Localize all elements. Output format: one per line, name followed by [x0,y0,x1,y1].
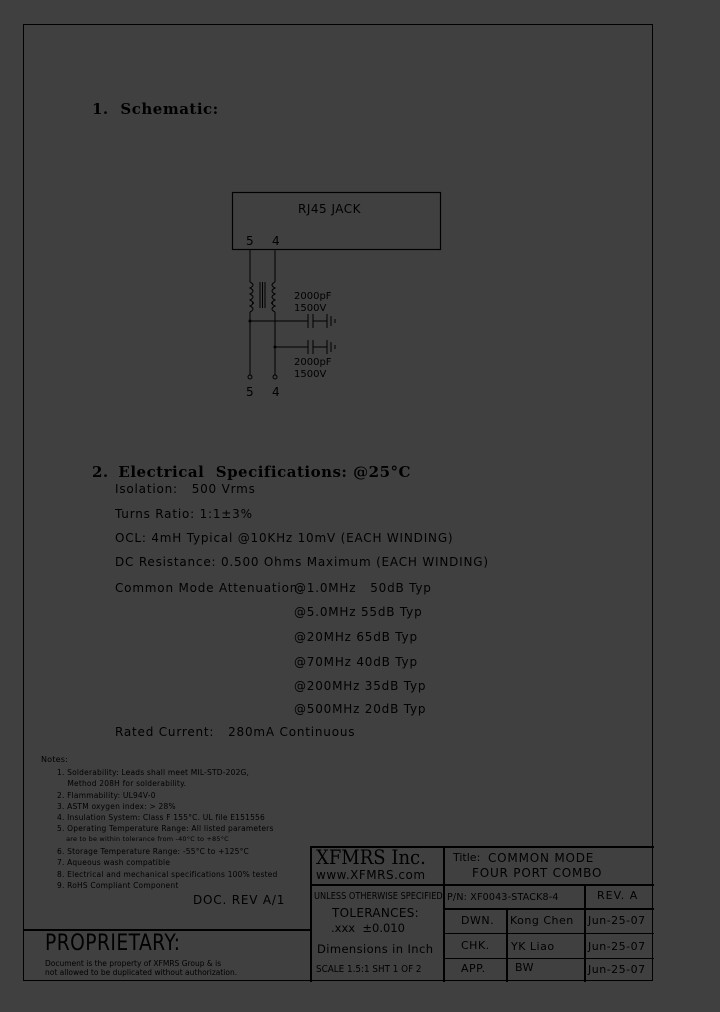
spec-ocl: OCL: 4mH Typical @10KHz 10mV (EACH WINDI… [115,531,454,545]
cm-attenuation-4: @70MHz 40dB Typ [294,655,418,669]
capacitor2-value: 2000pF [294,357,332,368]
tb-row3-line [443,933,654,934]
bottom-pin-5: 5 [246,385,254,399]
section2-heading: 2. Electrical Specifications: @25°C [92,463,411,481]
tb-mid-line [443,846,445,982]
tb-row2-line [443,908,654,910]
proprietary-line2: not allowed to be duplicated without aut… [45,968,238,977]
name-chk: YK Liao [511,940,555,953]
role-app: APP. [461,962,486,975]
spec-turns-ratio: Turns Ratio: 1:1±3% [115,507,253,521]
bottom-pin-4: 4 [272,385,280,399]
cm-attenuation-5: @200MHz 35dB Typ [294,679,427,693]
section1-number: 1. [92,100,109,118]
cm-attenuation-2: @5.0MHz 55dB Typ [294,605,423,619]
tb-row4-line [443,958,654,959]
role-chk: CHK. [461,939,490,952]
date-app: Jun-25-07 [588,963,646,976]
note-5b: are to be within tolerance from -40°C to… [57,835,229,843]
note-8: 8. Electrical and mechanical specificati… [57,870,278,879]
section1-heading: 1. Schematic: [92,100,219,118]
section2-number: 2. [92,463,109,481]
proprietary-divider [23,929,311,931]
spec-rated-current: Rated Current: 280mA Continuous [115,725,356,739]
capacitor1-value: 2000pF [294,291,332,302]
scale-sheet: SCALE 1.5:1 SHT 1 OF 2 [316,964,422,975]
unless-specified: UNLESS OTHERWISE SPECIFIED [314,891,443,902]
company-website: www.XFMRS.com [316,868,426,882]
tb-row1-line [310,884,654,886]
tolerances-label: TOLERANCES: [332,906,420,920]
notes-heading: Notes: [41,755,69,764]
note-1b: Method 208H for solderability. [57,779,187,788]
schematic-drawing [231,191,442,380]
note-5: 5. Operating Temperature Range: All list… [57,824,274,833]
name-app: BW [511,961,535,974]
note-2: 2. Flammability: UL94V-0 [57,791,156,800]
note-7: 7. Aqueous wash compatible [57,858,171,867]
top-pin-5: 5 [246,234,254,248]
spec-dc-resistance: DC Resistance: 0.500 Ohms Maximum (EACH … [115,555,489,569]
role-dwn: DWN. [461,914,495,927]
cm-attenuation-3: @20MHz 65dB Typ [294,630,418,644]
doc-revision: DOC. REV A/1 [193,893,286,907]
tb-rev-col-line [584,884,586,982]
capacitor1-voltage: 1500V [294,303,327,314]
title-label: Title: [453,851,481,864]
date-chk: Jun-25-07 [588,940,646,953]
tb-top-line [310,846,654,848]
connector-label: RJ45 JACK [298,202,362,216]
top-pin-4: 4 [272,234,280,248]
proprietary-title: PROPRIETARY: [45,931,181,956]
date-dwn: Jun-25-07 [588,914,646,927]
tb-role-col-line [506,908,508,982]
part-number: P/N: XF0043-STACK8-4 [447,892,559,903]
dimensions-unit: Dimensions in Inch [317,942,434,956]
section2-title: Electrical Specifications: @25°C [118,463,411,481]
revision: REV. A [597,889,639,902]
company-name: XFMRS Inc. [316,845,426,869]
note-4: 4. Insulation System: Class F 155°C. UL … [57,813,265,822]
proprietary-line1: Document is the property of XFMRS Group … [45,959,222,968]
note-3: 3. ASTM oxygen index: > 28% [57,802,176,811]
capacitor2-voltage: 1500V [294,369,327,380]
note-1: 1. Solderability: Leads shall meet MIL-S… [57,768,250,777]
spec-cm-attenuation-label: Common Mode Attenuation: [115,581,303,595]
drawing-border [23,24,653,981]
capacitor1-label: 2000pF 1500V [294,291,332,315]
note-9: 9. RoHS Compliant Component [57,881,179,890]
tolerance-value: .xxx ±0.010 [331,921,405,935]
title-line2: FOUR PORT COMBO [472,866,603,880]
tb-left-line [310,846,312,982]
cm-attenuation-1: @1.0MHz 50dB Typ [294,581,432,595]
spec-isolation: Isolation: 500 Vrms [115,482,256,496]
note-6: 6. Storage Temperature Range: -55°C to +… [57,847,249,856]
capacitor2-label: 2000pF 1500V [294,357,332,381]
name-dwn: Kong Chen [510,914,574,927]
cm-attenuation-6: @500MHz 20dB Typ [294,702,427,716]
section1-title: Schematic: [120,100,219,118]
title-line1: COMMON MODE [488,851,595,865]
